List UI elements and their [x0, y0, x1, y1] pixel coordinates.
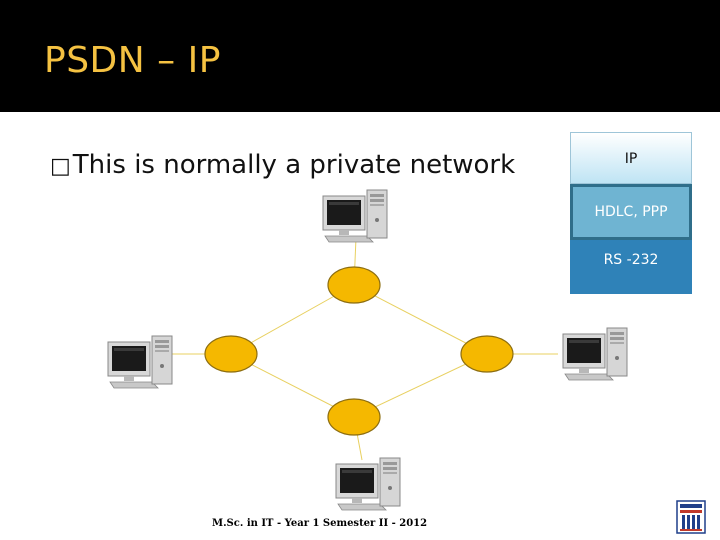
- title-bar: PSDN – IP: [0, 0, 720, 112]
- link-top-right: [353, 284, 488, 355]
- bullet-icon: □: [50, 154, 71, 179]
- stack-layer-hdlc-ppp: HDLC, PPP: [570, 184, 692, 240]
- slide-footer: M.Sc. in IT - Year 1 Semester II - 2012: [212, 518, 428, 529]
- network-node-icon: [204, 335, 258, 373]
- protocol-stack: IP HDLC, PPP RS -232: [570, 132, 692, 294]
- network-node-icon: [460, 335, 514, 373]
- desktop-computer-icon: [107, 335, 173, 389]
- slide-title: PSDN – IP: [44, 40, 221, 81]
- bullet-text: This is normally a private network: [72, 150, 516, 180]
- network-node-icon: [327, 266, 381, 304]
- university-logo-icon: [676, 500, 706, 534]
- desktop-computer-icon: [562, 327, 628, 381]
- bullet-item: □This is normally a private network: [50, 150, 515, 180]
- stack-layer-rs232: RS -232: [570, 240, 692, 294]
- stack-layer-ip: IP: [570, 132, 692, 184]
- link-right-bottom: [353, 353, 488, 418]
- desktop-computer-icon: [322, 189, 388, 243]
- network-node-icon: [327, 398, 381, 436]
- desktop-computer-icon: [335, 457, 401, 511]
